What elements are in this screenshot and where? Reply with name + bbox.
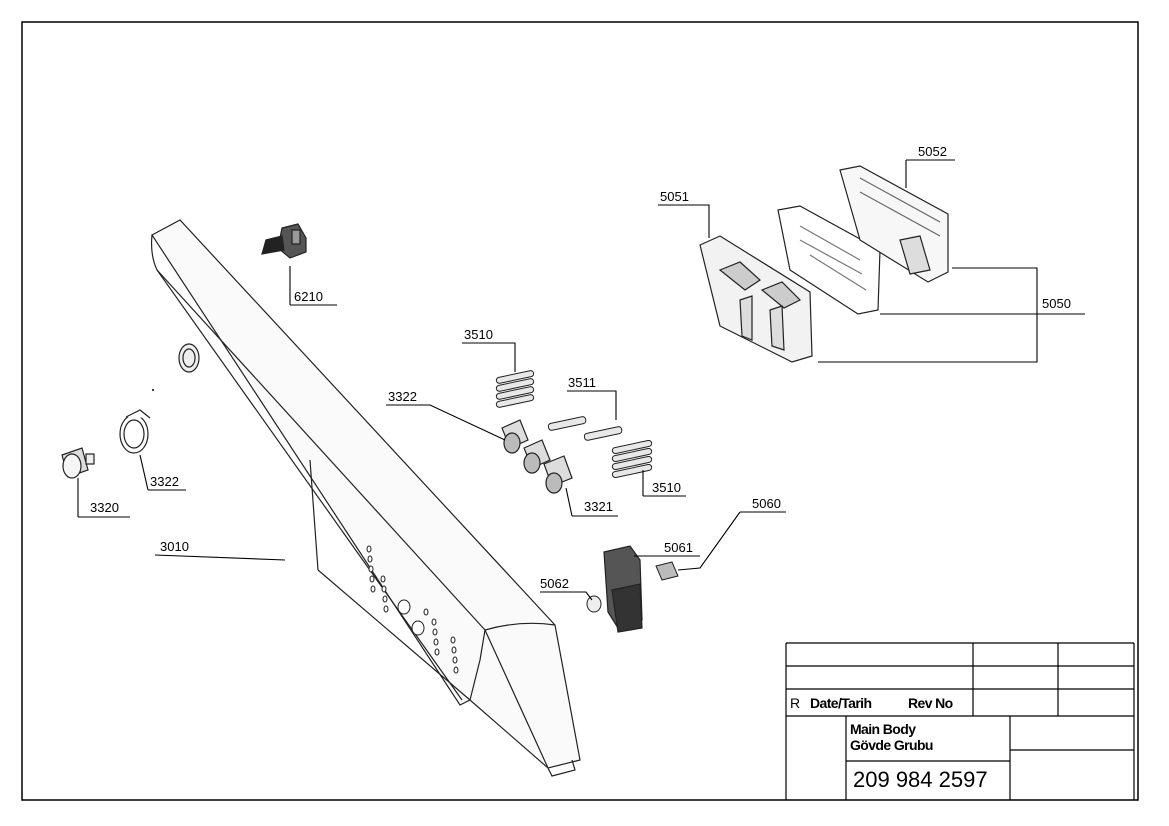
lamp-5062-part [586, 595, 602, 613]
callout-3510-top: 3510 [464, 327, 493, 342]
pushbutton-set-3510-lower [611, 439, 653, 479]
callout-5050: 5050 [1042, 296, 1071, 311]
board-holder-5051-part [699, 235, 813, 363]
callout-5061: 5061 [664, 540, 693, 555]
callout-3510-lower: 3510 [652, 480, 681, 495]
title-block-title-tr: Gövde Grubu [850, 737, 933, 753]
callout-3322-left: 3322 [150, 474, 179, 489]
callout-3320: 3320 [90, 500, 119, 515]
title-block-date-label: Date/Tarih [810, 695, 871, 711]
pushbutton-set-3511 [547, 416, 623, 441]
drawing-frame [21, 21, 1139, 801]
knob-part [61, 447, 95, 479]
sensor-5060-part [655, 561, 679, 581]
callout-6210: 6210 [294, 289, 323, 304]
callout-3511: 3511 [568, 375, 596, 390]
callout-5062: 5062 [540, 576, 569, 591]
title-block-part-number: 209 984 2597 [853, 767, 988, 792]
title-block-r-label: R [790, 695, 800, 711]
leader-lines [77, 159, 1085, 601]
callout-5051: 5051 [660, 189, 689, 204]
panel-indicator-dots [366, 545, 459, 674]
knob-holder-3321-part [501, 419, 573, 494]
callout-3322-right: 3322 [388, 389, 417, 404]
callout-5052: 5052 [918, 144, 947, 159]
callout-3010: 3010 [160, 539, 189, 554]
pushbutton-set-3510-top [495, 370, 535, 408]
main-panel-part [150, 219, 581, 777]
title-block-title-en: Main Body [850, 721, 916, 737]
knob-ring-part [119, 409, 151, 454]
callout-3321: 3321 [584, 499, 613, 514]
callout-5060: 5060 [752, 496, 781, 511]
connector-6210-part [261, 223, 307, 259]
circuit-board-part [777, 205, 881, 315]
title-block-rev-label: Rev No [908, 695, 953, 711]
board-cover-5052-part [839, 165, 949, 283]
switch-5061-part [603, 545, 643, 633]
title-block [785, 642, 1135, 800]
